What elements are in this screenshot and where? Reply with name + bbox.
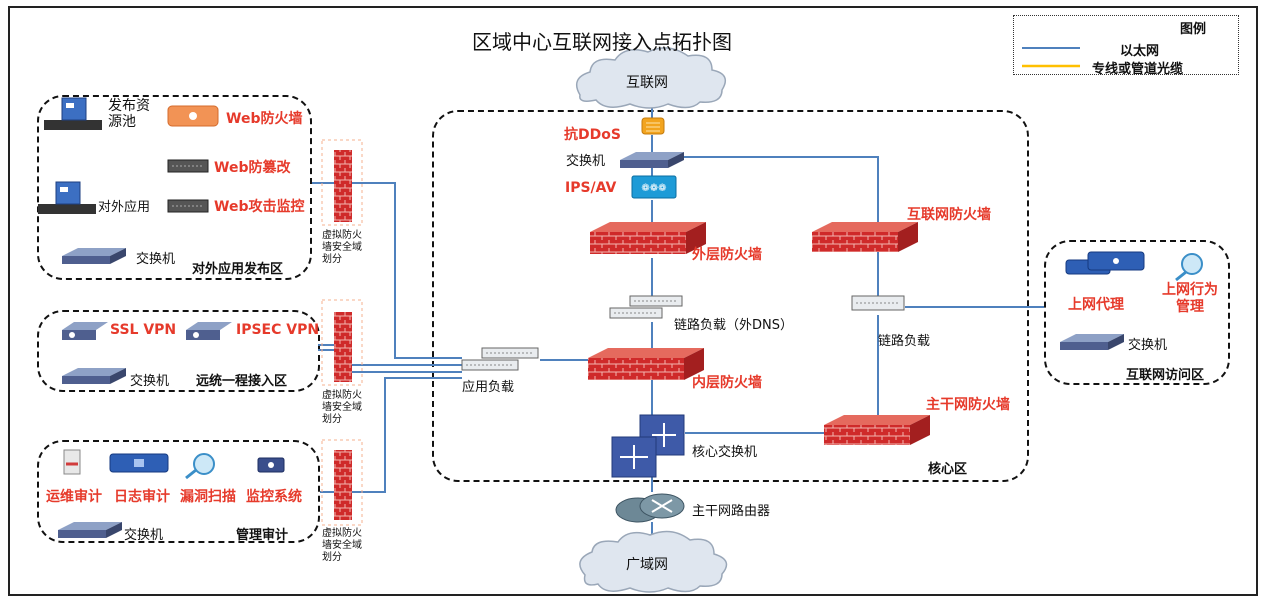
wan-cloud-icon: [579, 530, 728, 593]
ssl-vpn-icon: [62, 322, 108, 340]
vuln-scan-icon: [185, 453, 215, 480]
virtual-fw-2-icon: [321, 299, 363, 386]
behavior-mgmt-label: 上网行为 管理: [1162, 282, 1218, 315]
link-audit-applb: [320, 377, 462, 493]
diagram-title: 区域中心互联网接入点拓扑图: [472, 30, 732, 54]
app-lb-label: 应用负载: [462, 380, 515, 395]
remote-switch-label: 交换机: [130, 374, 170, 389]
zone-audit: [37, 440, 320, 543]
proxy-label: 上网代理: [1068, 297, 1124, 313]
zone-access-label: 互联网访问区: [1126, 368, 1205, 383]
zone-access: [1044, 240, 1230, 385]
wan-label: 广域网: [626, 557, 668, 573]
ipsec-vpn-icon: [186, 322, 232, 340]
anti-ddos-label: 抗DDoS: [564, 127, 621, 143]
server-pool-icon: [44, 97, 102, 130]
internet-label: 互联网: [626, 75, 668, 91]
inner-firewall-icon: [588, 348, 704, 380]
link-lb-dns-icon: [609, 295, 683, 319]
link-lb-label: 链路负载: [878, 334, 931, 349]
link-switch-internetfw: [680, 156, 879, 230]
core-switch-label: 核心交换机: [692, 445, 758, 460]
audit-switch-icon: [58, 522, 122, 538]
server-pool-label: 发布资 源池: [108, 98, 150, 130]
zone-audit-label: 管理审计: [236, 528, 289, 543]
outer-firewall-icon: [590, 222, 706, 254]
internet-fw-label: 互联网防火墙: [907, 207, 991, 223]
legend: [1013, 15, 1239, 75]
vuln-scan-label: 漏洞扫描: [180, 489, 236, 505]
zone-remote-label: 远统一程接入区: [196, 374, 288, 389]
zone-core-label: 核心区: [928, 462, 968, 477]
core-switch-icon: [611, 414, 685, 478]
log-audit-icon: [109, 453, 169, 473]
ops-audit-label: 运维审计: [46, 489, 102, 505]
anti-ddos-icon: [641, 117, 665, 135]
web-firewall-label: Web防火墙: [226, 111, 303, 127]
remote-switch-icon: [62, 368, 126, 384]
legend-ethernet-label: 以太网: [1120, 44, 1160, 59]
web-firewall-device-icon: [167, 105, 219, 127]
proxy-icon: [1065, 251, 1145, 275]
zone-publish-label: 对外应用发布区: [192, 262, 284, 277]
inner-fw-label: 内层防火墙: [692, 375, 762, 391]
ops-audit-icon: [63, 449, 81, 475]
diagram-frame: [8, 6, 1258, 596]
virtual-fw-3-label: 虚拟防火 墙安全域 划分: [322, 528, 362, 563]
backbone-router-icon: [615, 493, 685, 523]
web-attack-label: Web攻击监控: [214, 199, 305, 215]
link-lb-icon: [851, 295, 905, 311]
publish-switch-icon: [62, 248, 126, 264]
link-publish-applb: [312, 182, 462, 359]
backbone-router-label: 主干网路由器: [692, 504, 771, 519]
core-top-switch-label: 交换机: [566, 154, 606, 169]
access-switch-icon: [1060, 334, 1124, 350]
legend-heading: 图例: [1180, 22, 1207, 37]
virtual-fw-3-icon: [321, 439, 363, 526]
ipsec-vpn-label: IPSEC VPN: [236, 322, 320, 338]
virtual-fw-2-label: 虚拟防火 墙安全域 划分: [322, 390, 362, 425]
internet-cloud-icon: [575, 47, 727, 109]
switch-icon-core-top: [620, 152, 684, 168]
app-lb-icon: [461, 347, 539, 371]
web-attack-device-icon: [167, 199, 209, 213]
legend-fiber-label: 专线或管道光缆: [1092, 62, 1184, 77]
ips-av-icon: ❁❁❁: [631, 175, 677, 199]
web-tamper-device-icon: [167, 159, 209, 173]
virtual-fw-1-icon: [321, 139, 363, 226]
internet-firewall-icon: [812, 222, 918, 252]
log-audit-label: 日志审计: [114, 489, 170, 505]
ips-av-label: IPS/AV: [565, 180, 617, 196]
backbone-firewall-icon: [824, 415, 930, 445]
monitor-system-label: 监控系统: [246, 489, 302, 505]
behavior-mgmt-icon: [1175, 253, 1203, 282]
link-lb-dns-label: 链路负载（外DNS）: [674, 318, 793, 333]
svg-text:❁❁❁: ❁❁❁: [641, 183, 666, 194]
ssl-vpn-label: SSL VPN: [110, 322, 177, 338]
audit-switch-label: 交换机: [124, 528, 164, 543]
monitor-system-icon: [257, 457, 285, 473]
zone-publish: [37, 95, 312, 280]
publish-switch-label: 交换机: [136, 252, 176, 267]
virtual-fw-1-label: 虚拟防火 墙安全域 划分: [322, 230, 362, 265]
backbone-fw-label: 主干网防火墙: [926, 397, 1010, 413]
access-switch-label: 交换机: [1128, 338, 1168, 353]
external-app-server-icon: [38, 181, 96, 214]
web-tamper-label: Web防篡改: [214, 160, 291, 176]
external-app-label: 对外应用: [98, 200, 151, 215]
zone-core: [432, 110, 1029, 482]
outer-fw-label: 外层防火墙: [692, 247, 762, 263]
